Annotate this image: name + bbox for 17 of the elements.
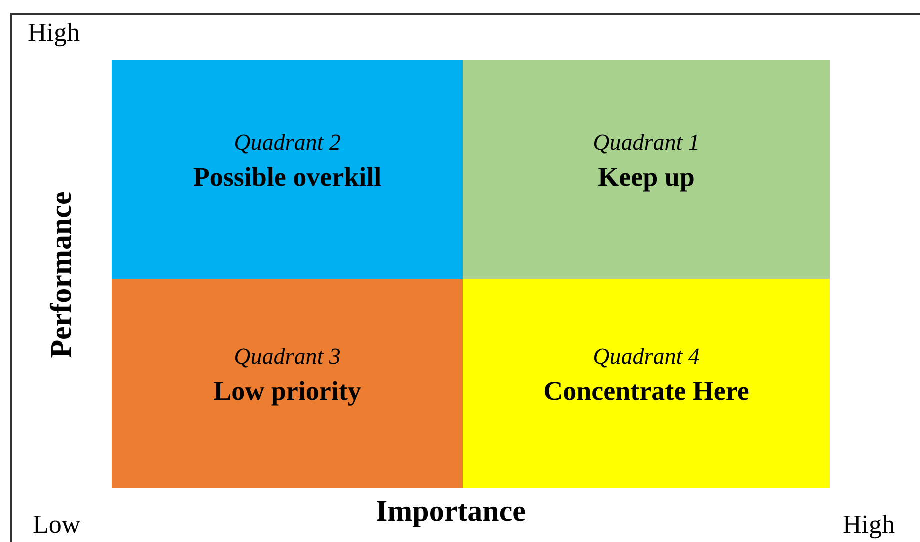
quadrant-box — [463, 279, 830, 488]
axis-title: Performance — [47, 192, 77, 358]
quadrant-box — [112, 279, 463, 488]
quadrant-box — [112, 60, 463, 279]
quadrant-title: Possible overkill — [193, 160, 382, 194]
quadrant-title: Keep up — [598, 160, 695, 194]
axis-end-label: High — [28, 20, 80, 46]
quadrant-number: Quadrant 2 — [234, 128, 341, 156]
quadrant-number: Quadrant 3 — [234, 342, 341, 370]
axis-end-label: Low — [33, 512, 81, 538]
quadrant-number: Quadrant 1 — [593, 128, 700, 156]
quadrant-box — [463, 60, 830, 279]
axis-title: Importance — [376, 497, 526, 527]
quadrant-title: Low priority — [214, 374, 362, 408]
axis-end-label: High — [843, 512, 895, 538]
quadrant-number: Quadrant 4 — [593, 342, 700, 370]
quadrant-title: Concentrate Here — [544, 374, 750, 408]
